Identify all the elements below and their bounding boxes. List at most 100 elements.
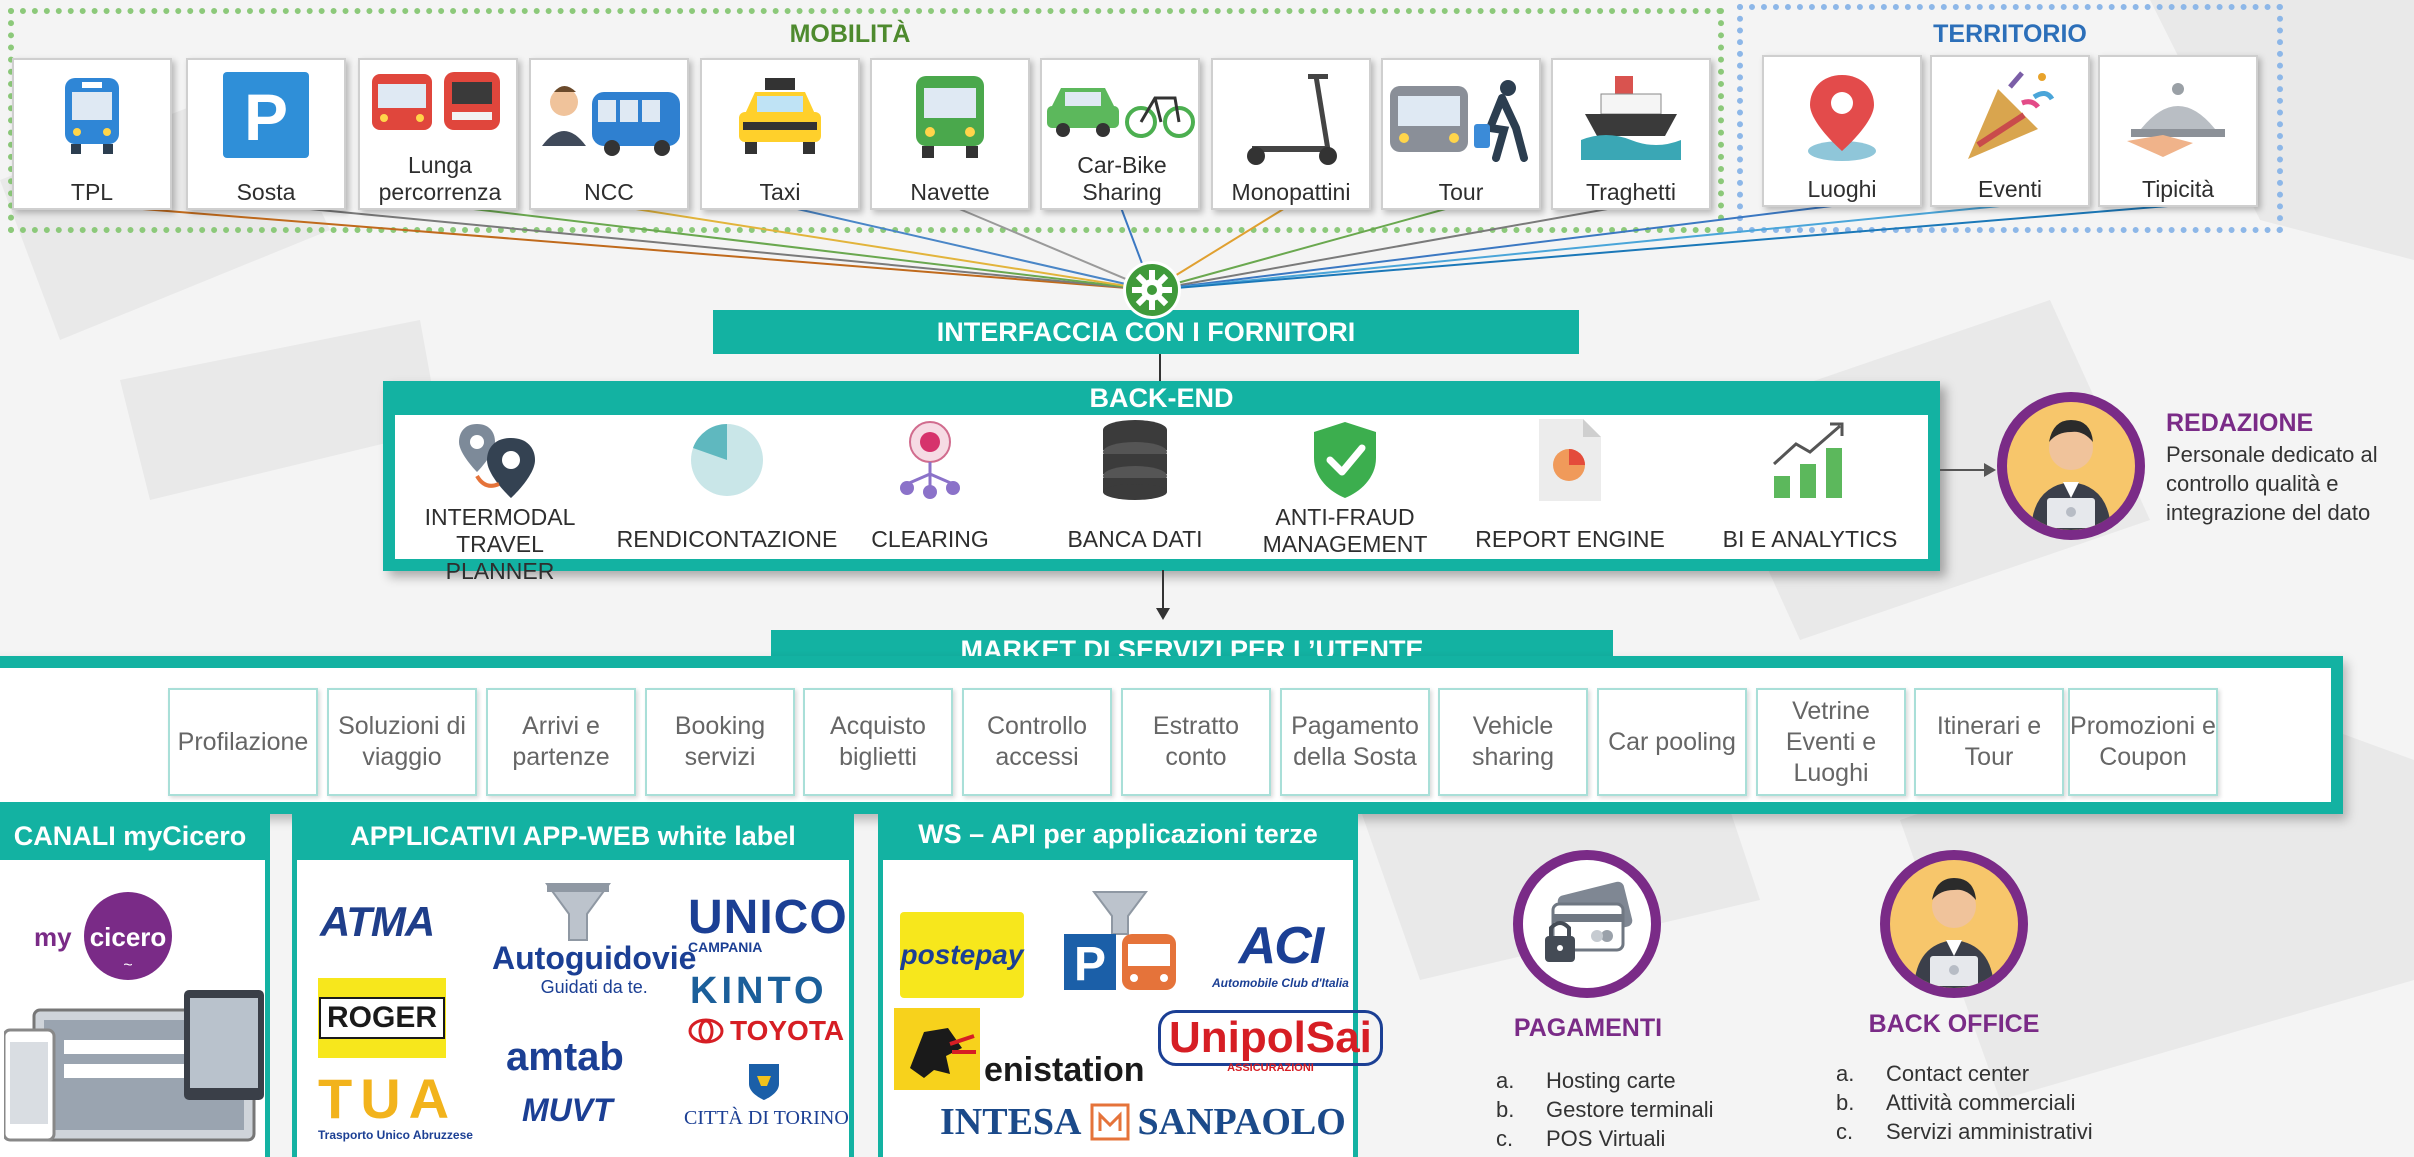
backend-item-bi-analytics[interactable]: BI E ANALYTICS [1700, 416, 1920, 566]
provider-card-car-bike-sharing[interactable]: Car-Bike Sharing [1040, 58, 1200, 210]
service-controllo-accessi[interactable]: Controllo accessi [962, 688, 1112, 796]
route-pins-icon [395, 416, 605, 504]
list-item: c.Servizi amministrativi [1836, 1119, 2093, 1144]
service-itinerari-e-tour[interactable]: Itinerari e Tour [1914, 688, 2064, 796]
backend-item-label: CLEARING [871, 526, 989, 552]
roger-logo: ROGER [318, 978, 446, 1058]
parking-icon: P [221, 70, 311, 165]
autoguidovie-logo: Autoguidovie Guidati da te. [492, 940, 697, 997]
redazione-description: Personale dedicato al controllo qualità … [2166, 442, 2378, 525]
citta-di-torino-logo: CITTÀ DI TORINO [684, 1062, 849, 1130]
service-car-pooling[interactable]: Car pooling [1597, 688, 1747, 796]
list-item: a.Hosting carte [1496, 1068, 1676, 1093]
filter-funnel-icon [543, 880, 613, 951]
arrow-down [1156, 570, 1170, 620]
provider-card-tipicita[interactable]: Tipicità [2098, 55, 2258, 207]
tourist-bus-icon [1386, 78, 1536, 167]
provider-card-traghetti[interactable]: Traghetti [1551, 58, 1711, 210]
provider-label: Traghetti [1586, 179, 1676, 205]
provider-card-luoghi[interactable]: Luoghi [1762, 55, 1922, 207]
car-bike-icon [1045, 78, 1195, 145]
service-vehicle-sharing[interactable]: Vehicle sharing [1438, 688, 1588, 796]
service-booking-servizi[interactable]: Booking servizi [645, 688, 795, 796]
intesa-emblem-icon [1090, 1103, 1129, 1141]
aci-logo: ACI Automobile Club d'Italia [1212, 917, 1349, 990]
devices-screenshot [2, 990, 266, 1157]
pie-icon [612, 416, 842, 504]
bar-chart-icon [1700, 416, 1920, 504]
backend-item-rendicontazione[interactable]: RENDICONTAZIONE [612, 416, 842, 566]
backend-item-report-engine[interactable]: REPORT ENGINE [1465, 416, 1675, 566]
enistation-logo: enistation [894, 1008, 1145, 1090]
torino-crest-icon [749, 1064, 779, 1100]
provider-label: Navette [910, 179, 990, 205]
svg-text:P: P [244, 80, 288, 154]
provider-card-tour[interactable]: Tour [1381, 58, 1541, 210]
service-soluzioni-di-viaggio[interactable]: Soluzioni di viaggio [327, 688, 477, 796]
service-promozioni-e-coupon[interactable]: Promozioni e Coupon [2068, 688, 2218, 796]
pagamenti-avatar [1513, 850, 1661, 998]
cloche-icon [2123, 79, 2233, 164]
tua-logo: TUA Trasporto Unico Abruzzese [318, 1067, 473, 1143]
party-popper-icon [1962, 69, 2058, 170]
service-arrivi-e-partenze[interactable]: Arrivi e partenze [486, 688, 636, 796]
list-item: b.Gestore terminali [1496, 1097, 1714, 1122]
service-vetrine-eventi-luoghi[interactable]: Vetrine Eventi e Luoghi [1756, 688, 1906, 796]
network-icon [855, 416, 1005, 504]
provider-connectors [91, 204, 2181, 291]
ferry-icon [1581, 74, 1681, 165]
provider-label: Car-Bike Sharing [1077, 152, 1167, 205]
map-pin-icon [1802, 71, 1882, 168]
provider-card-eventi[interactable]: Eventi [1930, 55, 2090, 207]
backend-item-clearing[interactable]: CLEARING [855, 416, 1005, 566]
service-pagamento-sosta[interactable]: Pagamento della Sosta [1280, 688, 1430, 796]
territorio-group [1737, 4, 2283, 233]
mobilita-group [8, 8, 1724, 233]
backoffice-avatar [1880, 850, 2028, 998]
provider-label: Tour [1438, 179, 1484, 205]
arrow-right [1940, 463, 1996, 477]
svg-text:~: ~ [123, 957, 132, 974]
redazione-title: REDAZIONE [2166, 409, 2314, 437]
svg-text:my: my [34, 922, 72, 952]
backend-item-anti-fraud[interactable]: ANTI-FRAUD MANAGEMENT [1245, 416, 1445, 566]
backend-title: BACK-END [395, 381, 1928, 415]
taxi-icon [735, 74, 825, 165]
unico-campania-logo: UNICO CAMPANIA [688, 891, 848, 955]
provider-label: Monopattini [1231, 179, 1351, 205]
backoffice-title: BACK OFFICE [1868, 1010, 2040, 1038]
list-item: a.Contact center [1836, 1061, 2030, 1086]
provider-card-taxi[interactable]: Taxi [700, 58, 860, 210]
muvt-logo: MUVT [522, 1092, 613, 1128]
toyota-emblem-icon [688, 1018, 724, 1044]
provider-card-lunga-percorrenza[interactable]: Lunga percorrenza [358, 58, 518, 210]
provider-card-ncc[interactable]: NCC [529, 58, 689, 210]
provider-label: NCC [584, 179, 634, 205]
backoffice-list: a.Contact center b.Attività commerciali … [1836, 1059, 2093, 1146]
list-item: c.POS Virtuali [1496, 1126, 1666, 1151]
provider-label: Sosta [236, 179, 296, 205]
payment-card-lock-icon [1545, 881, 1633, 962]
service-acquisto-biglietti[interactable]: Acquisto biglietti [803, 688, 953, 796]
backend-item-banca-dati[interactable]: BANCA DATI [1040, 416, 1230, 566]
database-icon [1040, 416, 1230, 504]
report-icon [1465, 416, 1675, 504]
provider-label: Taxi [759, 179, 801, 205]
provider-card-tpl[interactable]: TPL [12, 58, 172, 210]
provider-card-navette[interactable]: Navette [870, 58, 1030, 210]
provider-card-monopattini[interactable]: Monopattini [1211, 58, 1371, 210]
backend-item-label: BANCA DATI [1067, 526, 1203, 552]
svg-text:P: P [1074, 938, 1106, 991]
coach-train-icon [368, 68, 508, 143]
backend-item-travel-planner[interactable]: INTERMODAL TRAVEL PLANNER [395, 416, 605, 584]
provider-card-sosta[interactable]: P Sosta [186, 58, 346, 210]
service-profilazione[interactable]: Profilazione [168, 688, 318, 796]
parking-bus-icon: P [1060, 890, 1180, 999]
provider-label: Lunga percorrenza [378, 152, 502, 205]
service-estratto-conto[interactable]: Estratto conto [1121, 688, 1271, 796]
backend-item-label: REPORT ENGINE [1475, 526, 1665, 552]
intesa-sanpaolo-logo: INTESA SANPAOLO [940, 1101, 1346, 1143]
list-item: b.Attività commerciali [1836, 1090, 2076, 1115]
